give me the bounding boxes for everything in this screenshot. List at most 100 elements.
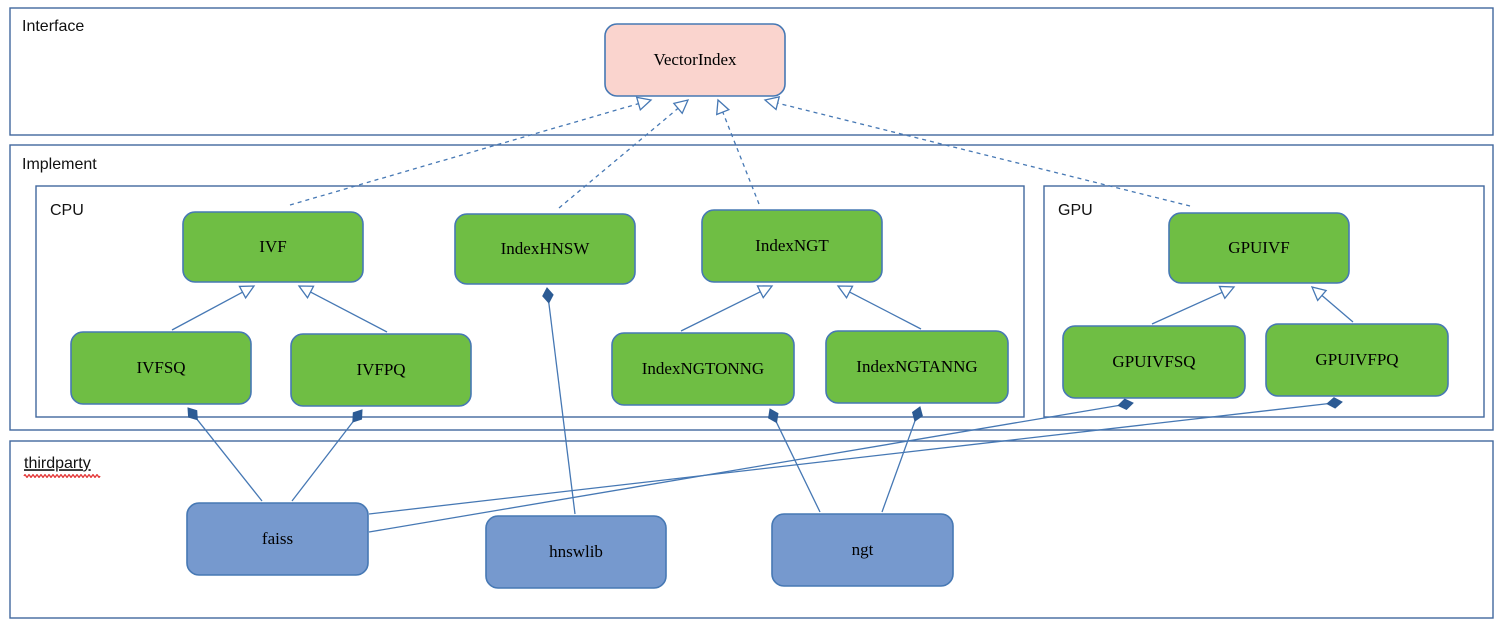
composition-diamond-e-ngt-indexngtonng (768, 408, 779, 424)
edge-line-e-indexngt-vectorindex (721, 110, 760, 205)
class-node-gpuivfsq[interactable]: GPUIVFSQ (1062, 325, 1246, 399)
edge-ngt-to-indexngtonng (768, 408, 821, 513)
edge-line-e-ivfpq-ivf (309, 290, 388, 333)
class-node-ngt[interactable]: ngt (771, 513, 954, 587)
class-box-indexngt[interactable] (701, 209, 883, 283)
class-box-gpuivfsq[interactable] (1062, 325, 1246, 399)
class-label-gpuivfpq: GPUIVFPQ (1315, 350, 1398, 369)
edge-line-e-gpuivf-vectorindex (776, 102, 1191, 207)
composition-diamond-e-faiss-ivfsq (187, 407, 198, 421)
class-node-vectorindex[interactable]: VectorIndex (604, 23, 786, 97)
composition-diamond-e-ngt-indexngtanng (911, 406, 923, 422)
class-box-ivf[interactable] (182, 211, 364, 283)
realization-arrowhead-e-ivf-vectorindex (635, 96, 653, 112)
inheritance-arrowhead-e-ngtonng-indexngt (756, 285, 774, 299)
class-label-ivfpq: IVFPQ (356, 360, 405, 379)
class-box-indexhnsw[interactable] (454, 213, 636, 285)
group-label-cpu: CPU (50, 202, 84, 219)
class-node-gpuivf[interactable]: GPUIVF (1168, 212, 1350, 284)
edge-faiss-to-gpuivfsq (368, 398, 1134, 533)
class-label-ngt: ngt (852, 540, 874, 559)
inheritance-arrowhead-e-ngtanng-indexngt (836, 285, 854, 299)
edge-indexngtanng-to-indexngt (836, 285, 922, 330)
class-node-indexngtonng[interactable]: IndexNGTONNG (611, 332, 795, 406)
edge-line-e-ivfsq-ivf (171, 291, 244, 331)
class-node-ivf[interactable]: IVF (182, 211, 364, 283)
edge-line-e-hnswlib-indexhnsw (548, 301, 576, 515)
class-box-ivfsq[interactable] (70, 331, 252, 405)
composition-diamond-e-faiss-gpuivfpq (1326, 397, 1343, 409)
inheritance-arrowhead-e-ivfsq-ivf (238, 285, 256, 300)
edge-indexngt-to-vectorindex (715, 98, 760, 205)
edge-line-e-gpuivfsq-gpuivf (1151, 291, 1224, 325)
edge-line-e-faiss-gpuivfsq (368, 404, 1120, 533)
edge-line-e-ngt-indexngtanng (881, 419, 916, 513)
realization-arrowhead-e-indexngt-vectorindex (715, 98, 731, 116)
class-label-vectorindex: VectorIndex (653, 50, 737, 69)
edge-indexngtonng-to-indexngt (680, 285, 774, 332)
group-label-gpu: GPU (1058, 202, 1093, 219)
edge-line-e-faiss-gpuivfpq (368, 402, 1329, 515)
class-box-indexngtonng[interactable] (611, 332, 795, 406)
edge-ivfsq-to-ivf (171, 285, 256, 331)
class-node-indexhnsw[interactable]: IndexHNSW (454, 213, 636, 285)
class-box-hnswlib[interactable] (485, 515, 667, 589)
class-label-indexngtanng: IndexNGTANNG (856, 357, 977, 376)
class-node-indexngtanng[interactable]: IndexNGTANNG (825, 330, 1009, 404)
class-label-faiss: faiss (262, 529, 293, 548)
edge-line-e-ngtonng-indexngt (680, 290, 762, 332)
class-box-ivfpq[interactable] (290, 333, 472, 407)
group-label-implement: Implement (22, 156, 97, 173)
inheritance-arrowhead-e-gpuivfpq-gpuivf (1310, 286, 1328, 302)
realization-arrowhead-e-gpuivf-vectorindex (763, 95, 781, 111)
spellcheck-squiggle-thirdparty (23, 474, 101, 478)
edge-indexhnsw-to-vectorindex (558, 99, 690, 209)
class-node-ivfsq[interactable]: IVFSQ (70, 331, 252, 405)
class-box-indexngtanng[interactable] (825, 330, 1009, 404)
inheritance-arrowhead-e-ivfpq-ivf (297, 285, 315, 300)
composition-diamond-e-faiss-ivfpq (352, 409, 363, 423)
group-label-interface: Interface (22, 18, 84, 35)
class-box-faiss[interactable] (186, 502, 369, 576)
class-label-ivf: IVF (259, 237, 286, 256)
class-label-gpuivf: GPUIVF (1228, 238, 1289, 257)
class-box-ngt[interactable] (771, 513, 954, 587)
realization-arrowhead-e-indexhnsw-vectorindex (672, 99, 690, 115)
edge-gpuivfsq-to-gpuivf (1151, 285, 1236, 325)
relationships-layer (171, 95, 1354, 533)
class-label-indexngt: IndexNGT (755, 236, 829, 255)
edge-line-e-indexhnsw-vectorindex (558, 107, 680, 209)
edge-ivf-to-vectorindex (289, 96, 653, 206)
class-node-faiss[interactable]: faiss (186, 502, 369, 576)
edge-faiss-to-ivfsq (187, 407, 263, 502)
inheritance-arrowhead-e-gpuivfsq-gpuivf (1218, 285, 1236, 300)
edge-line-e-faiss-ivfsq (196, 418, 263, 502)
edge-faiss-to-gpuivfpq (368, 397, 1343, 515)
class-label-ivfsq: IVFSQ (136, 358, 185, 377)
class-label-gpuivfsq: GPUIVFSQ (1112, 352, 1195, 371)
class-box-gpuivf[interactable] (1168, 212, 1350, 284)
edge-line-e-gpuivfpq-gpuivf (1320, 294, 1354, 323)
class-box-gpuivfpq[interactable] (1265, 323, 1449, 397)
edge-gpuivf-to-vectorindex (763, 95, 1191, 207)
edge-line-e-ngtanng-indexngt (848, 290, 922, 330)
class-node-indexngt[interactable]: IndexNGT (701, 209, 883, 283)
edge-gpuivfpq-to-gpuivf (1310, 286, 1354, 323)
class-label-indexngtonng: IndexNGTONNG (642, 359, 764, 378)
composition-diamond-e-faiss-gpuivfsq (1117, 398, 1134, 410)
class-node-ivfpq[interactable]: IVFPQ (290, 333, 472, 407)
class-box-vectorindex[interactable] (604, 23, 786, 97)
edge-line-e-ngt-indexngtonng (775, 421, 821, 513)
class-node-gpuivfpq[interactable]: GPUIVFPQ (1265, 323, 1449, 397)
edge-faiss-to-ivfpq (291, 409, 363, 502)
group-label-thirdparty: thirdparty (24, 455, 91, 472)
class-label-hnswlib: hnswlib (549, 542, 603, 561)
edge-line-e-faiss-ivfpq (291, 420, 354, 502)
class-node-hnswlib[interactable]: hnswlib (485, 515, 667, 589)
composition-diamond-e-hnswlib-indexhnsw (542, 287, 554, 304)
edge-ngt-to-indexngtanng (881, 406, 923, 513)
class-label-indexhnsw: IndexHNSW (501, 239, 591, 258)
